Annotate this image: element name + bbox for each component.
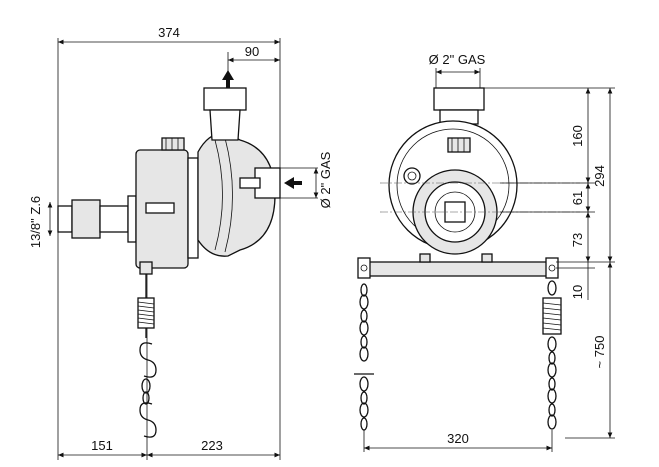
outlet-flange-front [433,87,485,111]
shaft-coupling [71,199,101,239]
dim-overall-width: 374 [158,25,180,40]
arrow-up-icon [222,70,234,88]
right-spring-chain [542,280,562,430]
shaft [99,205,129,233]
hook-eye [139,261,153,275]
arrow-left-icon [284,177,302,189]
dim-outlet-offset: 90 [245,44,259,59]
dim-294: 294 [592,165,607,187]
front-view: Ø 2" GAS [354,52,615,452]
dim-73: 73 [570,233,585,247]
left-chain [354,283,374,431]
side-view: 374 90 151 223 13/8" Z.6 [28,25,333,460]
dim-10: 10 [570,285,585,299]
outlet-flange [203,87,247,111]
label-top-outlet: Ø 2" GAS [429,52,486,67]
shaft-tip [57,205,73,233]
dim-right-length: 223 [201,438,223,453]
label-side-inlet: Ø 2" GAS [318,151,333,208]
dim-base-width: 320 [447,431,469,446]
dim-61: 61 [570,191,585,205]
nameplate [145,202,175,214]
support-bar [359,261,557,277]
top-cap [161,137,185,151]
s-hook-upper [139,342,157,378]
dim-thread: 13/8" Z.6 [28,196,43,248]
s-hook-lower [139,402,157,438]
dim-left-length: 151 [91,438,113,453]
dim-750: ~ 750 [592,336,607,369]
dim-160: 160 [570,125,585,147]
